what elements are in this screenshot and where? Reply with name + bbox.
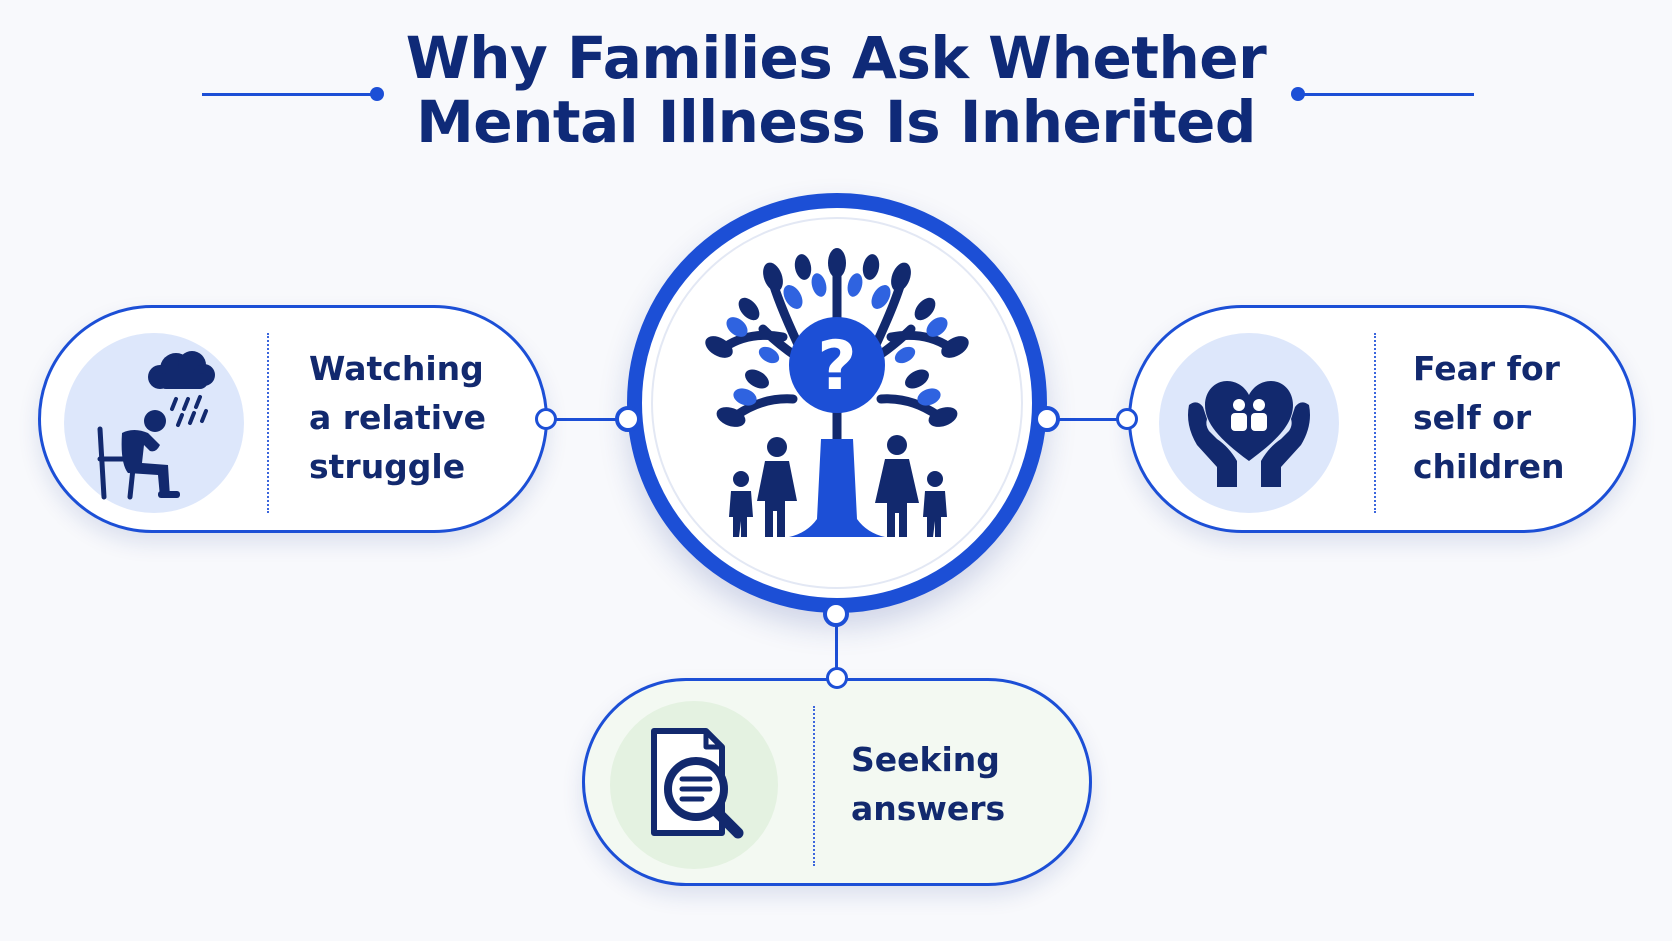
- bottom-divider: [813, 706, 815, 866]
- left-label-line-2: a relative: [309, 398, 486, 437]
- card-watching-relative: Watching a relative struggle: [38, 305, 548, 533]
- title-left-dot: [370, 87, 384, 101]
- right-divider: [1374, 333, 1376, 513]
- left-card-label: Watching a relative struggle: [309, 344, 486, 491]
- title-line-2: Mental Illness Is Inherited: [416, 88, 1256, 156]
- bottom-card-node: [826, 667, 848, 689]
- hub-right-node: [1034, 406, 1060, 432]
- person-under-raincloud-icon: [97, 351, 215, 500]
- hub-left-node: [615, 406, 641, 432]
- family-figures: [729, 435, 947, 537]
- title-line-1: Why Families Ask Whether: [405, 24, 1267, 92]
- title-left-rule: [202, 93, 374, 96]
- bottom-label-line-2: answers: [851, 789, 1006, 828]
- card-fear-for-children: Fear for self or children: [1128, 305, 1636, 533]
- left-connector: [548, 418, 628, 421]
- right-card-node: [1116, 408, 1138, 430]
- bottom-label-line-1: Seeking: [851, 740, 1000, 779]
- left-label-line-1: Watching: [309, 349, 484, 388]
- tree-leaves: [705, 248, 969, 427]
- bottom-card-label: Seeking answers: [851, 735, 1005, 833]
- document-magnifier-icon: [651, 728, 744, 839]
- card-seeking-answers: Seeking answers: [582, 678, 1092, 886]
- title-right-dot: [1291, 87, 1305, 101]
- right-icon-circle: [1159, 333, 1339, 513]
- left-label-line-3: struggle: [309, 447, 466, 486]
- question-mark: ?: [817, 327, 856, 406]
- right-card-label: Fear for self or children: [1413, 344, 1564, 491]
- right-label-line-1: Fear for: [1413, 349, 1560, 388]
- left-card-node: [535, 408, 557, 430]
- family-tree-question-icon: ?: [705, 248, 969, 537]
- page-title: Why Families Ask Whether Mental Illness …: [0, 26, 1672, 154]
- bottom-connector: [835, 614, 838, 678]
- bottom-icon-circle: [610, 701, 778, 869]
- central-hub: ?: [627, 193, 1047, 613]
- hub-bottom-node: [823, 601, 849, 627]
- right-label-line-2: self or: [1413, 398, 1532, 437]
- hub-inner-ring: ?: [651, 217, 1023, 589]
- title-right-rule: [1298, 93, 1474, 96]
- left-icon-circle: [64, 333, 244, 513]
- hands-holding-heart-family-icon: [1188, 381, 1310, 487]
- right-connector: [1046, 418, 1128, 421]
- right-label-line-3: children: [1413, 447, 1565, 486]
- left-divider: [267, 333, 269, 513]
